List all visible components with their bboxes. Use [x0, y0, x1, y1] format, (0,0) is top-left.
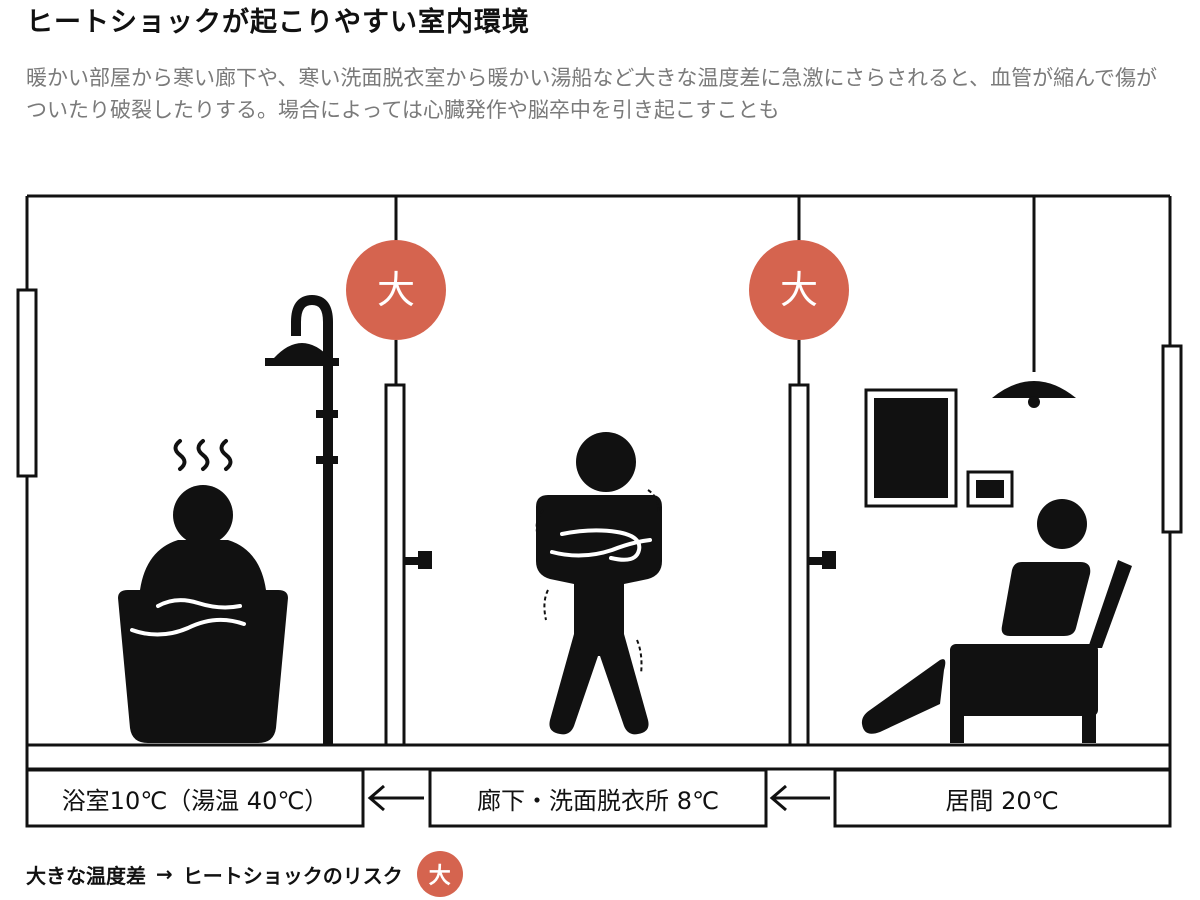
legend-text: 大きな温度差 — [26, 863, 146, 888]
door-right — [788, 196, 836, 747]
right-window — [1161, 344, 1183, 534]
room-label-living: 居間 20℃ — [945, 787, 1058, 815]
left-window — [16, 288, 38, 478]
description: 暖かい部屋から寒い廊下や、寒い洗面脱衣室から暖かい湯船など大きな温度差に急激にさ… — [26, 66, 1158, 122]
risk-badge-left: 大 — [346, 240, 446, 340]
arrow-left-icon — [367, 784, 424, 812]
bathtub-icon — [118, 485, 288, 743]
small-picture-frame-icon — [966, 470, 1014, 508]
house-outline — [25, 194, 1172, 771]
recliner-icon — [861, 499, 1132, 743]
door-left — [384, 196, 432, 747]
risk-badge-left-label: 大 — [377, 268, 415, 312]
risk-badge-right-label: 大 — [780, 268, 818, 312]
legend-badge: 大 — [416, 851, 463, 897]
shivering-person-icon — [535, 432, 662, 735]
legend: 大きな温度差 → ヒートショックのリスク 大 — [26, 851, 463, 897]
arrow-left-icon — [769, 784, 830, 812]
room-label-bathroom: 浴室10℃（湯温 40℃） — [62, 787, 329, 815]
page-title: ヒートショックが起こりやすい室内環境 — [26, 7, 530, 38]
picture-frame-icon — [864, 388, 958, 508]
shower-icon — [265, 294, 339, 745]
pendant-lamp-icon — [992, 196, 1076, 408]
room-labels: 浴室10℃（湯温 40℃） 廊下・洗面脱衣所 8℃ 居間 20℃ — [25, 768, 1172, 828]
risk-badge-right: 大 — [749, 240, 849, 340]
room-label-hallway: 廊下・洗面脱衣所 8℃ — [477, 787, 719, 815]
steam-icon — [173, 439, 233, 471]
legend-risk: ヒートショックのリスク — [182, 863, 403, 888]
legend-arrow: → — [156, 862, 173, 886]
